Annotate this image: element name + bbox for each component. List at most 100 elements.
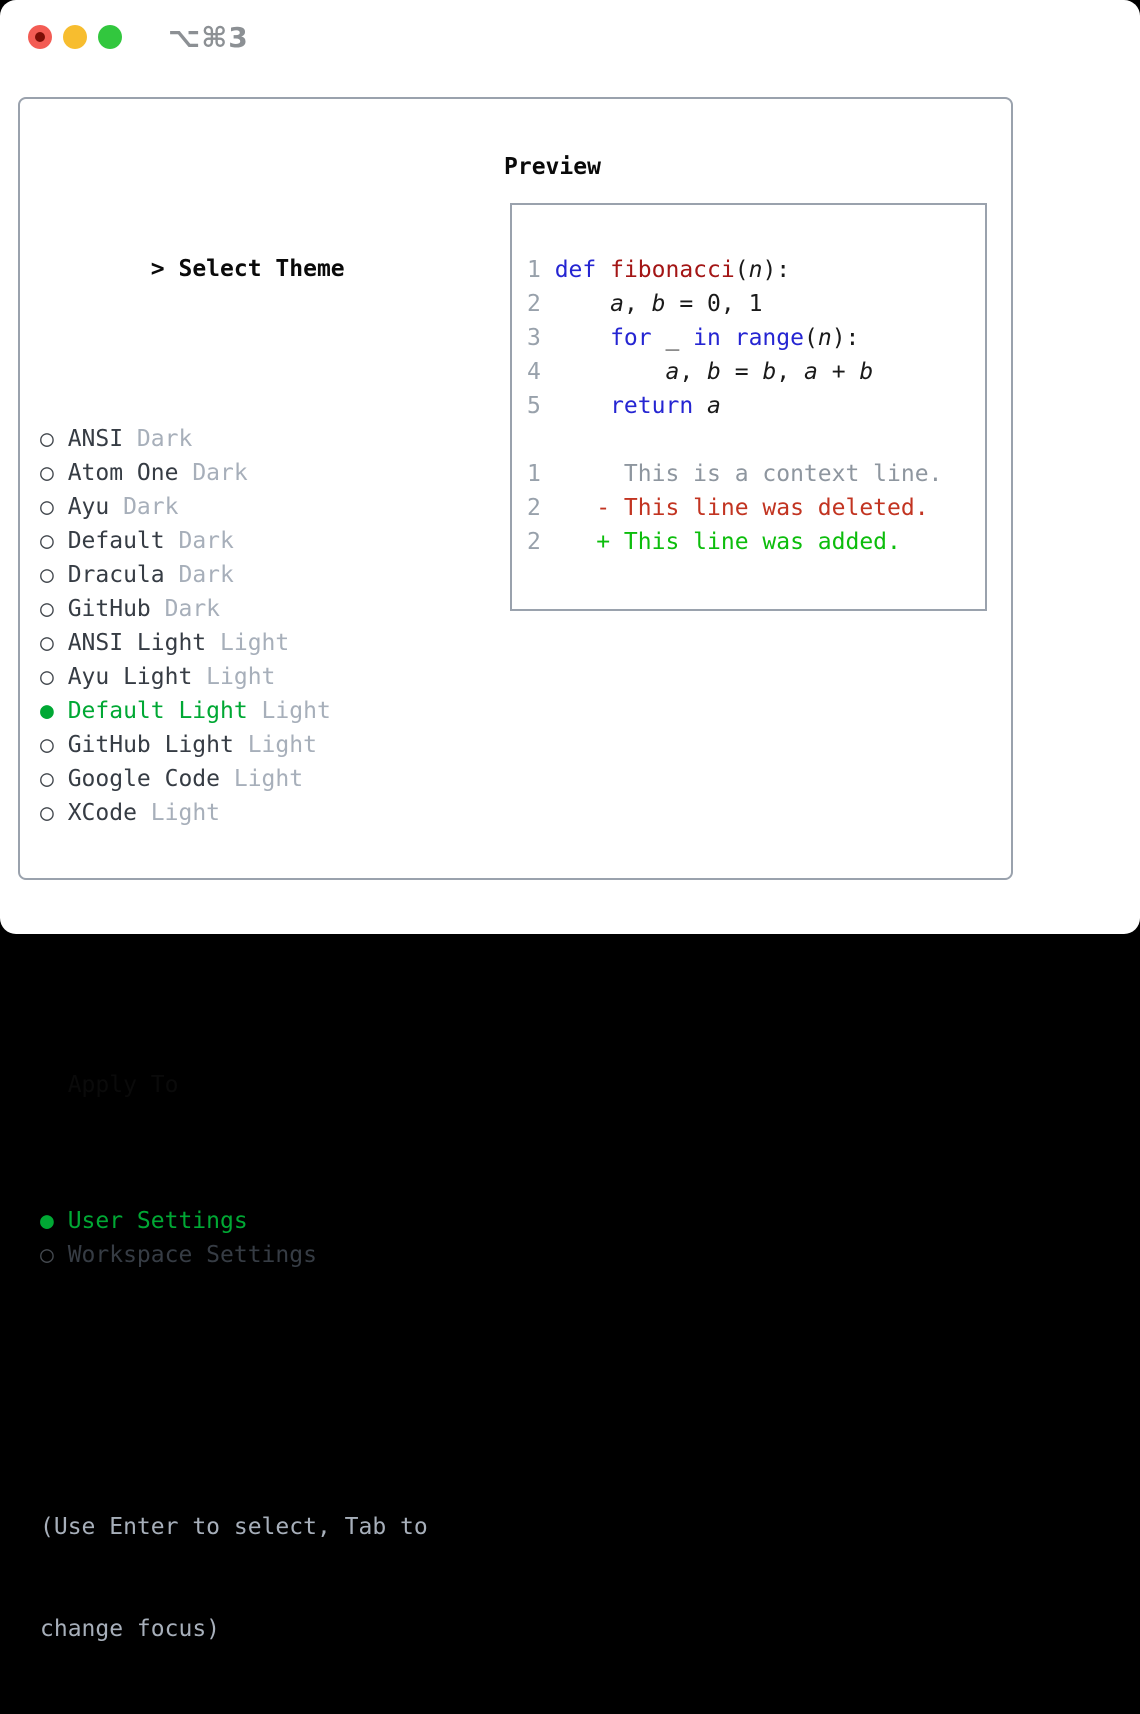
code-line: 2 + This line was added. [527,525,975,559]
theme-option-default-light[interactable]: ● Default Light Light [40,694,428,728]
code-segment-deleted: - This line was deleted. [596,495,929,521]
code-line: 1 This is a context line. [527,457,975,491]
theme-name: Default [67,528,165,554]
radio-icon: ○ [40,732,54,758]
code-segment-variable: a [804,359,818,385]
code-segment-plain [693,393,707,419]
code-segment-plain [555,291,610,317]
theme-list: >Select Theme ○ANSI Dark○Atom One Dark○A… [40,150,428,1714]
radio-icon: ○ [40,664,54,690]
code-segment-variable: b [762,359,777,385]
radio-icon: ○ [40,1242,54,1268]
theme-option-ansi[interactable]: ○ANSI Dark [40,422,428,456]
code-segment-plain [555,325,610,351]
theme-name: Ayu [67,494,110,520]
line-number: 2 [527,529,541,555]
radio-icon: ○ [40,596,54,622]
line-number: 2 [527,291,541,317]
theme-option-github[interactable]: ○ GitHub Dark [40,592,428,626]
code-segment-function: fibonacci [610,257,735,283]
zoom-button[interactable] [98,25,122,49]
code-segment-plain [555,393,610,419]
hint-line: change focus) [40,1616,221,1642]
code-segment-plain [721,325,735,351]
code-segment-context: This is a context line. [554,461,943,487]
code-segment-keyword: in [693,325,721,351]
code-segment-variable: a [707,393,721,419]
minimize-button[interactable] [63,25,87,49]
theme-variant: Dark [150,596,221,622]
theme-variant: Light [136,800,221,826]
code-segment-keyword: for [610,325,652,351]
line-number: 1 [527,257,541,283]
apply-option-workspace-settings[interactable]: ○ Workspace Settings [40,1238,428,1272]
theme-option-dracula[interactable]: ○ Dracula Dark [40,558,428,592]
radio-icon: ○ [40,630,54,656]
theme-name: Dracula [67,562,165,588]
code-segment-variable: b [707,359,721,385]
code-line: 2 - This line was deleted. [527,491,975,525]
theme-option-default[interactable]: ○ Default Dark [40,524,428,558]
spacer [40,932,428,966]
code-line: 3 for _ in range(n): [527,321,975,355]
theme-option-ansi-light[interactable]: ○ANSI Light Light [40,626,428,660]
theme-name: Ayu Light [67,664,193,690]
theme-option-google-code[interactable]: ○Google Code Light [40,762,428,796]
code-segment-plain: _ [651,325,694,351]
theme-variant: Dark [164,562,234,588]
theme-variant: Light [220,766,304,792]
apply-option-name: User Settings [67,1208,248,1234]
theme-variant: Dark [178,460,248,486]
code-segment-plain: = [720,359,763,385]
theme-variant: Dark [109,494,179,520]
code-line: 5 return a [527,389,975,423]
theme-variant: Light [233,732,317,758]
line-number: 3 [527,325,541,351]
code-segment-variable: n [817,325,832,351]
theme-option-ayu-light[interactable]: ○ Ayu Light Light [40,660,428,694]
theme-option-ayu[interactable]: ○Ayu Dark [40,490,428,524]
radio-icon: ○ [40,562,54,588]
code-segment-added: + This line was added. [596,529,901,555]
title-bar: ⌥⌘3 [28,21,249,54]
code-segment-plain: ( [803,325,818,351]
theme-variant: Light [192,664,276,690]
theme-name: GitHub Light [67,732,234,758]
apply-option-user-settings[interactable]: ● User Settings [40,1204,428,1238]
code-segment-variable: b [651,291,666,317]
radio-icon: ○ [40,460,54,486]
line-number: 2 [527,495,541,521]
theme-option-xcode[interactable]: ○XCode Light [40,796,428,830]
window-title: ⌥⌘3 [168,20,249,54]
selected-radio-icon: ● [40,698,54,724]
code-segment-plain: , [623,291,652,317]
theme-name: GitHub [67,596,151,622]
code-line: 2 a, b = 0, 1 [527,287,975,321]
prompt-icon: > [150,256,165,282]
theme-name: Default Light [67,698,248,724]
code-segment-plain: ): [831,325,860,351]
selected-radio-icon: ● [40,1208,54,1234]
hint-line: (Use Enter to select, Tab to [40,1514,428,1540]
theme-variant: Dark [123,426,193,452]
theme-variant: Light [247,698,331,724]
code-line [527,423,975,457]
theme-name: Atom One [67,460,179,486]
theme-options: ○ANSI Dark○Atom One Dark○Ayu Dark○Defaul… [40,422,428,830]
close-button[interactable] [28,25,52,49]
radio-icon: ○ [40,426,54,452]
theme-variant: Dark [164,528,234,554]
theme-name: Google Code [67,766,221,792]
apply-option-name: Workspace Settings [67,1242,317,1268]
code-segment-variable: a [665,359,680,385]
spacer [40,1374,428,1408]
preview-title: Preview [504,154,601,180]
theme-option-atom-one[interactable]: ○ Atom One Dark [40,456,428,490]
radio-icon: ○ [40,528,54,554]
theme-name: XCode [67,800,137,826]
apply-to-options: ● User Settings ○ Workspace Settings [40,1204,428,1272]
theme-option-github-light[interactable]: ○ GitHub Light Light [40,728,428,762]
